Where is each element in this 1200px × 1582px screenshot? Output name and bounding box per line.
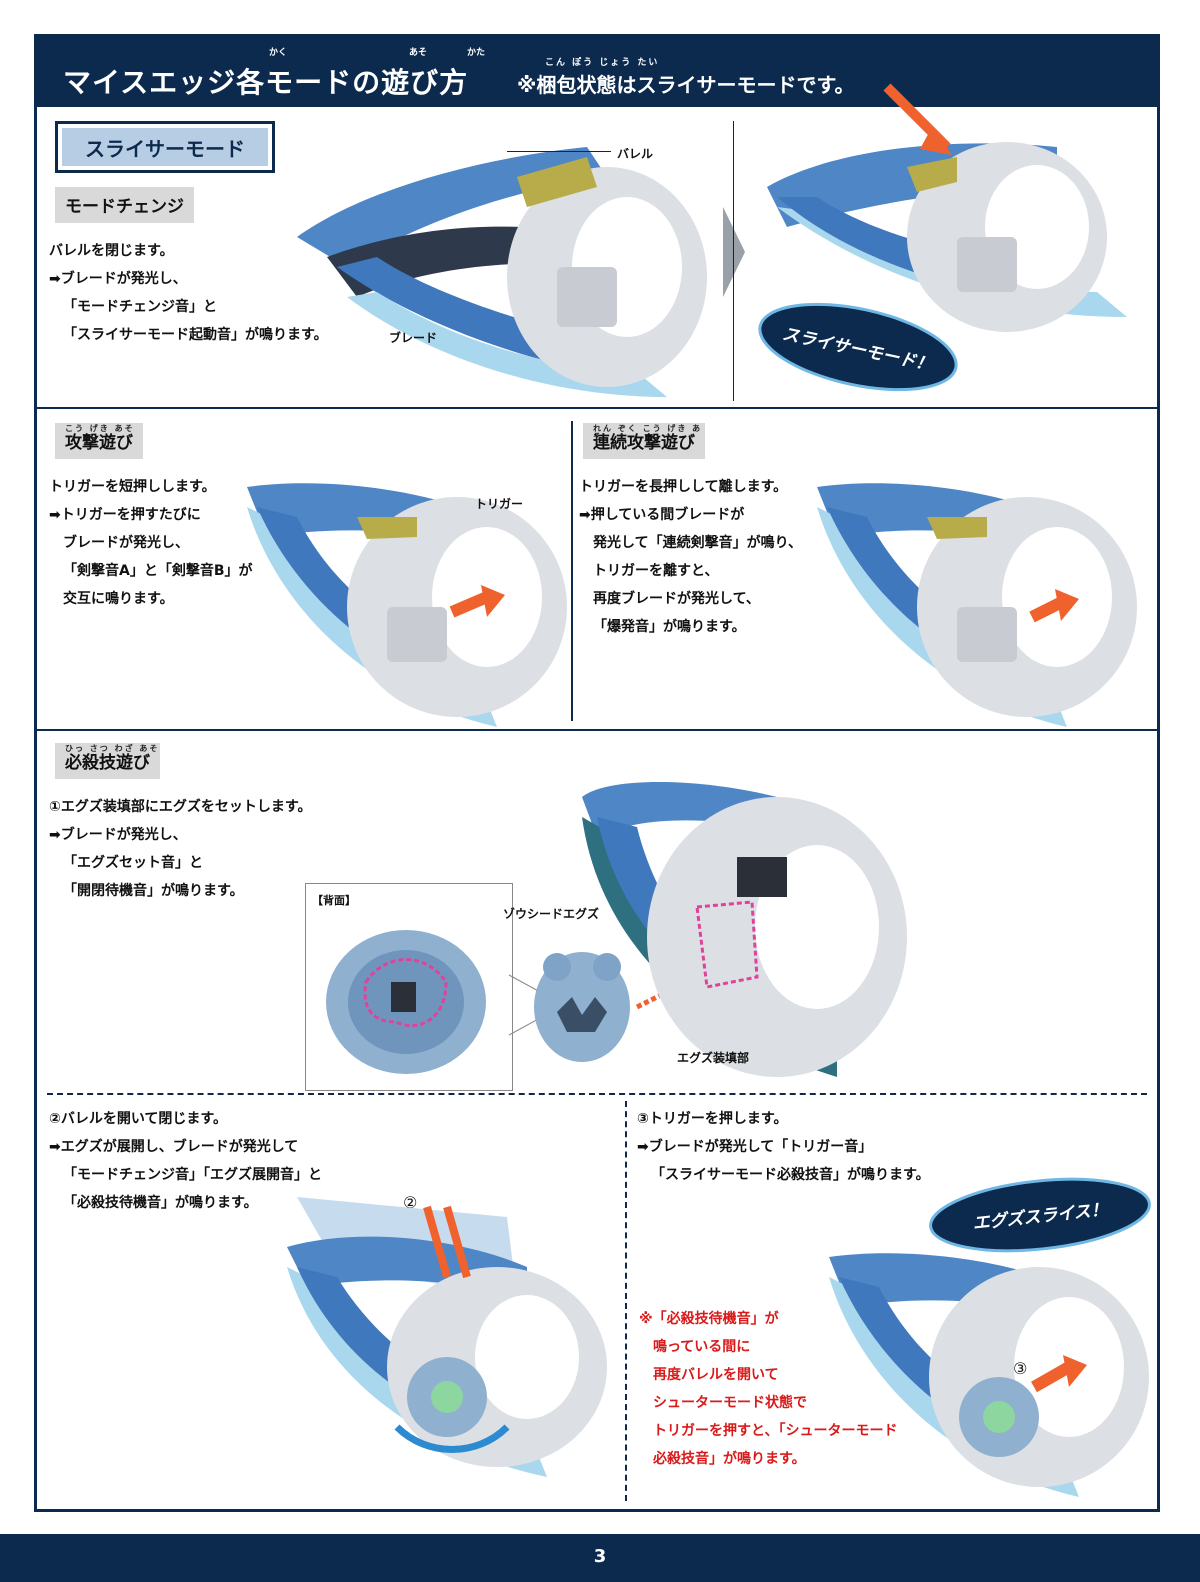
divider-vertical [733, 121, 734, 401]
weapon-illustration-combo [817, 483, 1137, 727]
weapon-illustration-finisher [582, 782, 907, 1077]
divider-dashed-vertical [625, 1101, 627, 1501]
weapon-illustration-step2 [287, 1197, 607, 1477]
page-footer: 3 [0, 1534, 1200, 1582]
mode-change-text: バレルを閉じます。 ➡ブレードが発光し、 「モードチェンジ音」と 「スライサーモ… [49, 243, 328, 343]
mode-title: スライサーモード [62, 128, 268, 166]
label-blade: ブレード [389, 331, 438, 345]
callout-slicer-mode: スライサーモード！ [758, 302, 958, 392]
page-title: マイスエッジ各モードの遊び方 [63, 66, 469, 99]
divider-vertical-2 [571, 421, 573, 721]
divider-horizontal-2 [37, 729, 1157, 731]
note-ruby: こん ぽう じょう たい [545, 58, 660, 68]
label-back: 【背面】 [312, 894, 356, 907]
section-label-combo: れん ぞく こう げき あそ 連続攻撃遊び [583, 423, 705, 459]
weapon-illustration-attack [247, 483, 567, 727]
label-zoushi-exs: ゾウシードエグズ [503, 907, 600, 921]
mode-title-box: スライサーモード [55, 121, 275, 173]
callout-exs-slice: エグズスライス！ [929, 1177, 1151, 1253]
next-arrow-icon [723, 207, 745, 297]
exs-back-illustration [326, 930, 486, 1074]
zoushi-exs-illustration [534, 952, 630, 1062]
step3-text: ③トリガーを押します。 ➡ブレードが発光して「トリガー音」 「スライサーモード必… [637, 1111, 930, 1183]
section-label-mode-change: モードチェンジ [55, 187, 194, 223]
packaging-note: ※梱包状態はスライサーモードです。 [517, 73, 855, 97]
step-mark-2: ② [403, 1193, 418, 1212]
step-mark-3: ③ [1013, 1359, 1028, 1378]
section-label-finisher: ひっ さつ わざ あそ 必殺技遊び [55, 743, 160, 779]
manual-page-frame: かく あそ かた こん ぽう じょう たい マイスエッジ各モードの遊び方 ※梱包… [34, 34, 1160, 1512]
shooter-mode-note: ※「必殺技待機音」が 鳴っている間に 再度バレルを開いて シューターモード状態で… [639, 1311, 898, 1467]
label-exs-slot: エグズ装填部 [677, 1051, 750, 1065]
back-view-inset: 【背面】 [305, 883, 513, 1091]
finisher-text: ①エグズ装填部にエグズをセットします。 ➡ブレードが発光し、 「エグズセット音」… [49, 799, 312, 899]
title-ruby: かた [467, 48, 486, 58]
label-barrel: バレル [617, 147, 654, 161]
section-label-attack: こう げき あそ 攻撃遊び [55, 423, 143, 459]
title-ruby: あそ [409, 48, 428, 58]
step2-text: ②バレルを開いて閉じます。 ➡エグズが展開し、ブレードが発光して 「モードチェン… [49, 1111, 322, 1211]
attack-text: トリガーを短押しします。 ➡トリガーを押すたびに ブレードが発光し、 「剣撃音A… [49, 479, 253, 607]
title-ruby: かく [269, 48, 288, 58]
divider-dashed-horizontal [47, 1093, 1147, 1095]
label-trigger: トリガー [475, 497, 524, 511]
combo-text: トリガーを長押しして離します。 ➡押している間ブレードが 発光して「連続剣撃音」… [579, 479, 803, 635]
page-header: かく あそ かた こん ぽう じょう たい マイスエッジ各モードの遊び方 ※梱包… [37, 37, 1157, 107]
page-number: 3 [593, 1546, 607, 1567]
weapon-illustration-step3 [829, 1253, 1149, 1497]
weapon-illustration-closed [767, 83, 1127, 332]
weapon-illustration-open [297, 147, 707, 397]
divider-horizontal-1 [37, 407, 1157, 409]
leader-line-barrel [507, 151, 611, 152]
